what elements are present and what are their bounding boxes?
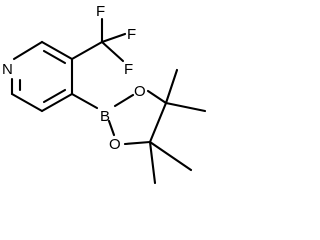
methyl-upper-2 [164,101,207,113]
fluorine-top-label: F [96,3,105,20]
fluorine-right-label: F [127,26,136,43]
bond-o-lower-c [123,140,152,146]
bond-b-o-upper [113,93,135,108]
bond-c-f-lower [100,40,125,63]
pinacol-boronate-group [70,68,207,185]
pyridine-ring [10,40,74,113]
nitrogen-atom-label: N [2,61,13,78]
bond-n-c2 [12,40,44,61]
oxygen-lower-label: O [109,136,121,153]
trifluoromethyl-group [70,17,127,63]
structure-diagram: N F F F B O O [2,3,207,185]
methyl-lower-2 [148,140,157,185]
bond-b-o-lower [107,119,116,137]
bond-c2-c3-inner [42,49,67,65]
bond-c4-c5 [40,92,74,113]
boron-atom-label: B [100,108,110,125]
oxygen-upper-label: O [134,83,146,100]
bond-c-f-right [100,32,127,44]
bond-c3-cf3 [70,40,104,61]
methyl-lower-1 [148,140,193,172]
bond-c2-c3 [40,40,74,61]
methyl-upper-1 [164,68,179,105]
bond-c4-b [70,92,99,110]
bond-c4-c5-inner [42,88,67,104]
bond-o-upper-c [146,89,168,105]
bond-c5-c6 [10,92,44,113]
fluorine-lower-label: F [124,61,133,78]
bond-c-c-ring [148,101,168,144]
